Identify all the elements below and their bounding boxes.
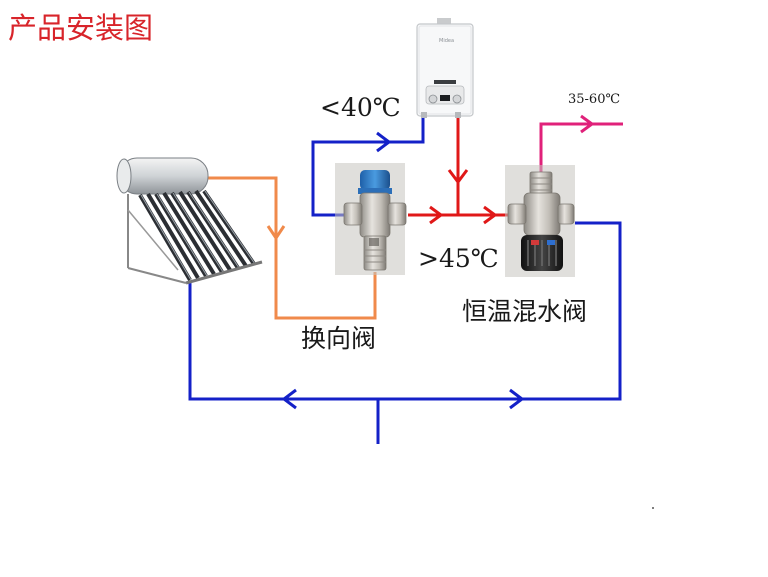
cold-inlet-temp-label: <40℃ bbox=[320, 93, 401, 122]
cold-water-pipe bbox=[188, 118, 622, 444]
solar-water-pipe bbox=[205, 176, 377, 320]
diverter-valve bbox=[335, 163, 407, 275]
diverter-valve-label: 换向阀 bbox=[301, 324, 376, 353]
mixing-valve-label: 恒温混水阀 bbox=[462, 297, 587, 326]
diagram-title: 产品安装图 bbox=[8, 11, 153, 45]
gas-water-heater: Midea bbox=[416, 18, 474, 118]
mixed-outlet-temp-label: 35-60℃ bbox=[568, 92, 620, 107]
svg-text:Midea: Midea bbox=[439, 38, 454, 44]
mixed-water-pipe bbox=[539, 114, 623, 175]
speck-mark bbox=[652, 507, 654, 509]
hot-water-pipe bbox=[408, 118, 508, 225]
hot-outlet-temp-label: >45℃ bbox=[418, 244, 499, 273]
thermostatic-mixing-valve bbox=[505, 165, 575, 277]
solar-water-heater bbox=[116, 157, 263, 285]
